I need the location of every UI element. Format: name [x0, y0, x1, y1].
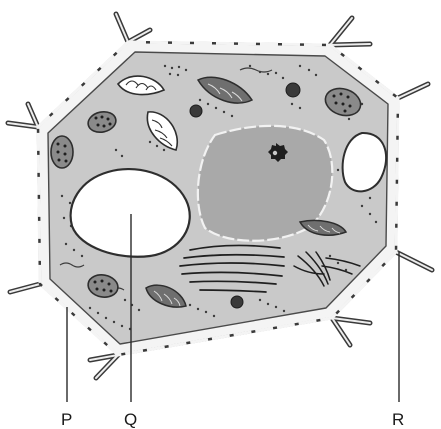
- vacuole: [71, 169, 190, 257]
- label-p: P: [61, 410, 72, 429]
- label-r: R: [392, 410, 404, 429]
- label-q: Q: [124, 410, 137, 429]
- chloroplast: [51, 136, 73, 168]
